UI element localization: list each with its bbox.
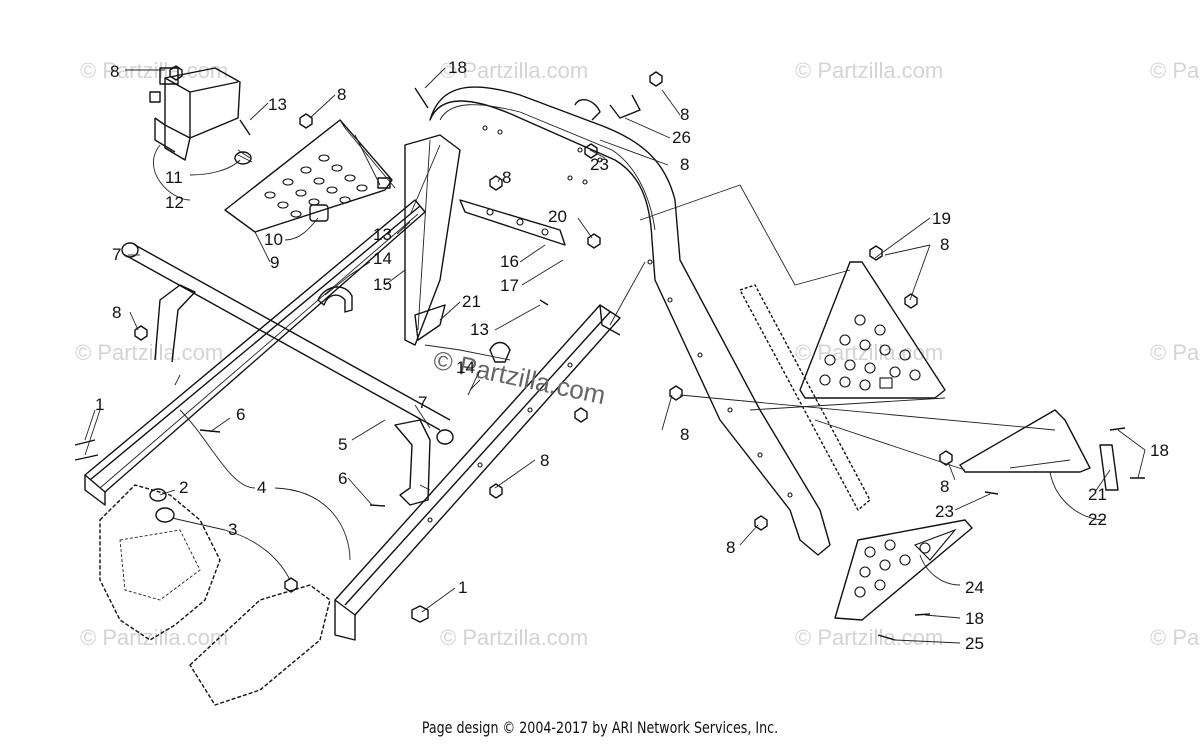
callout-number: 26 [672, 128, 691, 147]
callout-labels: 8 13 8 11 12 10 9 18 8 26 23 8 8 20 16 1… [95, 58, 1169, 653]
callout-number: 8 [540, 451, 549, 470]
callout-number: 2 [179, 478, 188, 497]
watermark: © Partzilla.com [1150, 340, 1200, 365]
callout-number: 13 [373, 225, 392, 244]
fasteners [74, 65, 1145, 641]
callout-number: 10 [264, 230, 283, 249]
callout-number: 8 [680, 105, 689, 124]
callout-number: 8 [337, 85, 346, 104]
rear-brace [739, 284, 871, 511]
watermark: © Partzilla.com [440, 58, 588, 83]
parts-drawing [74, 65, 1145, 706]
callout-number: 13 [470, 320, 489, 339]
callout-number: 8 [110, 62, 119, 81]
side-bracket [959, 409, 1119, 491]
callout-number: 13 [268, 95, 287, 114]
callout-number: 9 [270, 253, 279, 272]
callout-number: 19 [932, 209, 951, 228]
rod [121, 242, 454, 445]
callout-number: 5 [338, 435, 347, 454]
callout-number: 23 [935, 502, 954, 521]
watermark: © Partzilla.com [795, 340, 943, 365]
perforated-plate [224, 119, 396, 233]
crossbar [84, 199, 426, 506]
small-bar [459, 199, 566, 246]
callout-number: 11 [165, 168, 183, 187]
gusset-plate-lower [834, 519, 973, 621]
callout-number: 23 [590, 155, 609, 174]
callout-number: 18 [965, 609, 984, 628]
main-hoop [429, 86, 831, 556]
callout-number: 22 [1088, 510, 1107, 529]
callout-number: 8 [726, 538, 735, 557]
bracket [394, 419, 431, 506]
callout-number: 15 [373, 275, 392, 294]
assembly-lines [174, 134, 1056, 491]
callout-leaders [84, 67, 1146, 644]
callout-number: 7 [112, 245, 121, 264]
callout-number: 21 [1088, 485, 1107, 504]
watermark: © Partzilla.com [1150, 625, 1200, 650]
callout-number: 18 [1150, 441, 1169, 460]
callout-number: 3 [228, 520, 237, 539]
chassis-casting [99, 484, 331, 706]
callout-number: 4 [257, 478, 266, 497]
watermark: © Partzilla.com [795, 625, 943, 650]
callout-number: 24 [965, 578, 984, 597]
callout-number: 21 [462, 292, 481, 311]
callout-number: 25 [965, 634, 984, 653]
callout-number: 8 [112, 303, 121, 322]
watermark-main: © Partzilla.com [431, 345, 609, 411]
callout-number: 14 [456, 358, 475, 377]
callout-number: 17 [500, 276, 519, 295]
lower-rail [334, 304, 621, 641]
callout-number: 7 [418, 393, 427, 412]
callout-number: 8 [940, 235, 949, 254]
callout-number: 6 [338, 469, 347, 488]
watermark-layer: © Partzilla.com © Partzilla.com © Partzi… [75, 58, 1200, 650]
callout-number: 8 [502, 168, 511, 187]
watermark: © Partzilla.com [795, 58, 943, 83]
callout-number: 16 [500, 252, 519, 271]
callout-number: 8 [940, 477, 949, 496]
clamp [317, 286, 353, 313]
gusset-plate-upper [799, 261, 946, 399]
watermark: © Partzilla.com [75, 340, 223, 365]
callout-number: 20 [548, 207, 567, 226]
callout-number: 1 [458, 578, 467, 597]
copyright-footer: Page design © 2004-2017 by ARI Network S… [421, 718, 779, 737]
meter-module [149, 67, 253, 165]
callout-number: 8 [680, 425, 689, 444]
callout-number: 8 [680, 155, 689, 174]
watermark: © Partzilla.com [1150, 58, 1200, 83]
watermark: © Partzilla.com [440, 625, 588, 650]
watermark: © Partzilla.com [80, 625, 228, 650]
callout-number: 6 [236, 405, 245, 424]
upright-frame [404, 134, 461, 346]
callout-number: 1 [95, 395, 104, 414]
callout-number: 12 [165, 193, 184, 212]
callout-number: 18 [448, 58, 467, 77]
callout-number: 14 [373, 249, 392, 268]
